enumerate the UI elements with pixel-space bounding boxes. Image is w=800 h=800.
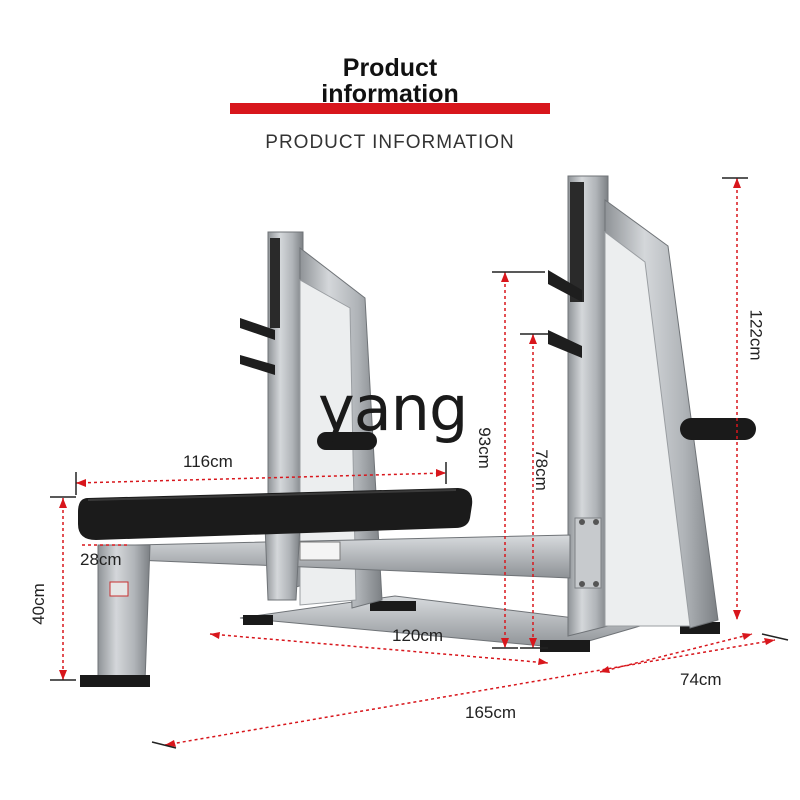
dim-rack-base-width: 120cm <box>392 626 444 645</box>
right-upright <box>548 175 756 637</box>
dim-bench-width: 28cm <box>80 550 122 569</box>
dimension-lines <box>50 177 789 749</box>
title-underline-bar <box>230 103 550 114</box>
dim-upper-hook-height: 93cm <box>474 427 494 469</box>
bench-pad <box>78 488 473 540</box>
dim-bench-length: 116cm <box>183 452 233 471</box>
bench-front-leg <box>80 544 151 687</box>
dim-total-length: 165cm <box>465 703 517 722</box>
bench-crossbar <box>134 534 571 579</box>
watermark-text: yang <box>318 372 468 445</box>
dim-total-height: 122cm <box>746 309 766 361</box>
bench-rear-leg <box>264 524 301 601</box>
title-line-1: Product <box>342 54 438 82</box>
title-line-2: information <box>321 80 459 108</box>
dim-bench-height: 40cm <box>28 583 48 625</box>
dim-depth: 74cm <box>680 670 722 689</box>
subtitle: PRODUCT INFORMATION <box>265 132 515 153</box>
dim-lower-hook-height: 78cm <box>531 449 551 491</box>
